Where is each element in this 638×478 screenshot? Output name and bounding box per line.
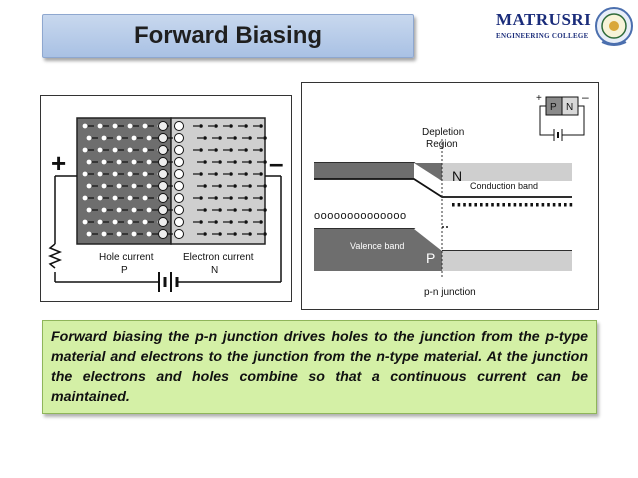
svg-text:–: – [582,90,589,104]
holes-row: oooooooooooooo [314,210,407,222]
junction-label: p-n junction [424,287,476,298]
depletion-label: Depletion [422,127,464,138]
logo-subtitle: ENGINEERING COLLEGE [496,32,589,40]
svg-text:+: + [536,93,542,104]
region-label: Region [426,139,458,150]
resistor-icon [47,243,63,269]
p-band-label: P [426,250,435,266]
pn-junction-band-diagram: oooooooooooooo Depletion Region N Conduc… [301,82,599,310]
logo-name: MATRUSRI [496,10,592,29]
emblem-icon [595,7,633,46]
pn-junction-carriers-figure: + – Hole current P Electron current N [40,95,292,302]
caption-text: Forward biasing the p-n junction drives … [51,329,588,405]
n-band-label: N [452,168,462,184]
p-region [76,117,172,245]
hole-current-label: Hole current [99,252,154,263]
slide-title-bar: Forward Biasing [42,14,414,58]
diode-inset-icon: P N + – [536,90,589,141]
conduction-band-label: Conduction band [470,181,538,191]
college-logo: MATRUSRI ENGINEERING COLLEGE [486,6,636,50]
n-label: N [211,265,218,276]
svg-text:N: N [566,102,573,113]
plus-sign: + [51,148,66,178]
minus-sign: – [269,148,283,178]
svg-text:P: P [550,102,557,113]
valence-band-label: Valence band [350,241,404,251]
slide-title: Forward Biasing [133,22,323,49]
electron-current-label: Electron current [183,252,254,263]
p-label: P [121,265,128,276]
caption-box: Forward biasing the p-n junction drives … [42,320,597,414]
